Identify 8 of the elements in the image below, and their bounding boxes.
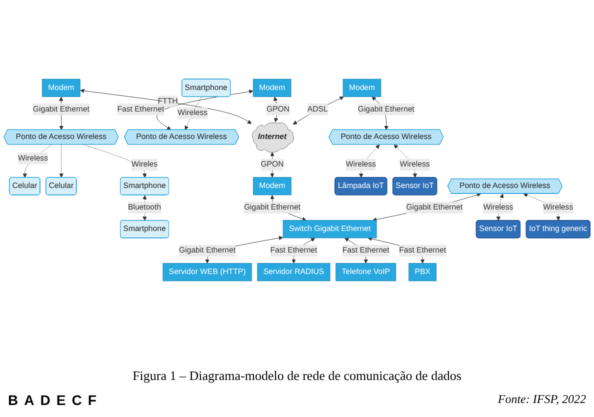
section-letter: C — [72, 392, 82, 408]
section-letter: D — [40, 392, 50, 408]
section-letter: F — [88, 392, 96, 408]
section-letter: B — [8, 392, 18, 408]
section-letter: E — [56, 392, 66, 408]
source-note: Fonte: IFSP, 2022 — [498, 392, 586, 407]
section-letter: A — [24, 392, 34, 408]
figure-caption: Figura 1 – Diagrama-modelo de rede de comunicação de dados — [132, 368, 462, 384]
